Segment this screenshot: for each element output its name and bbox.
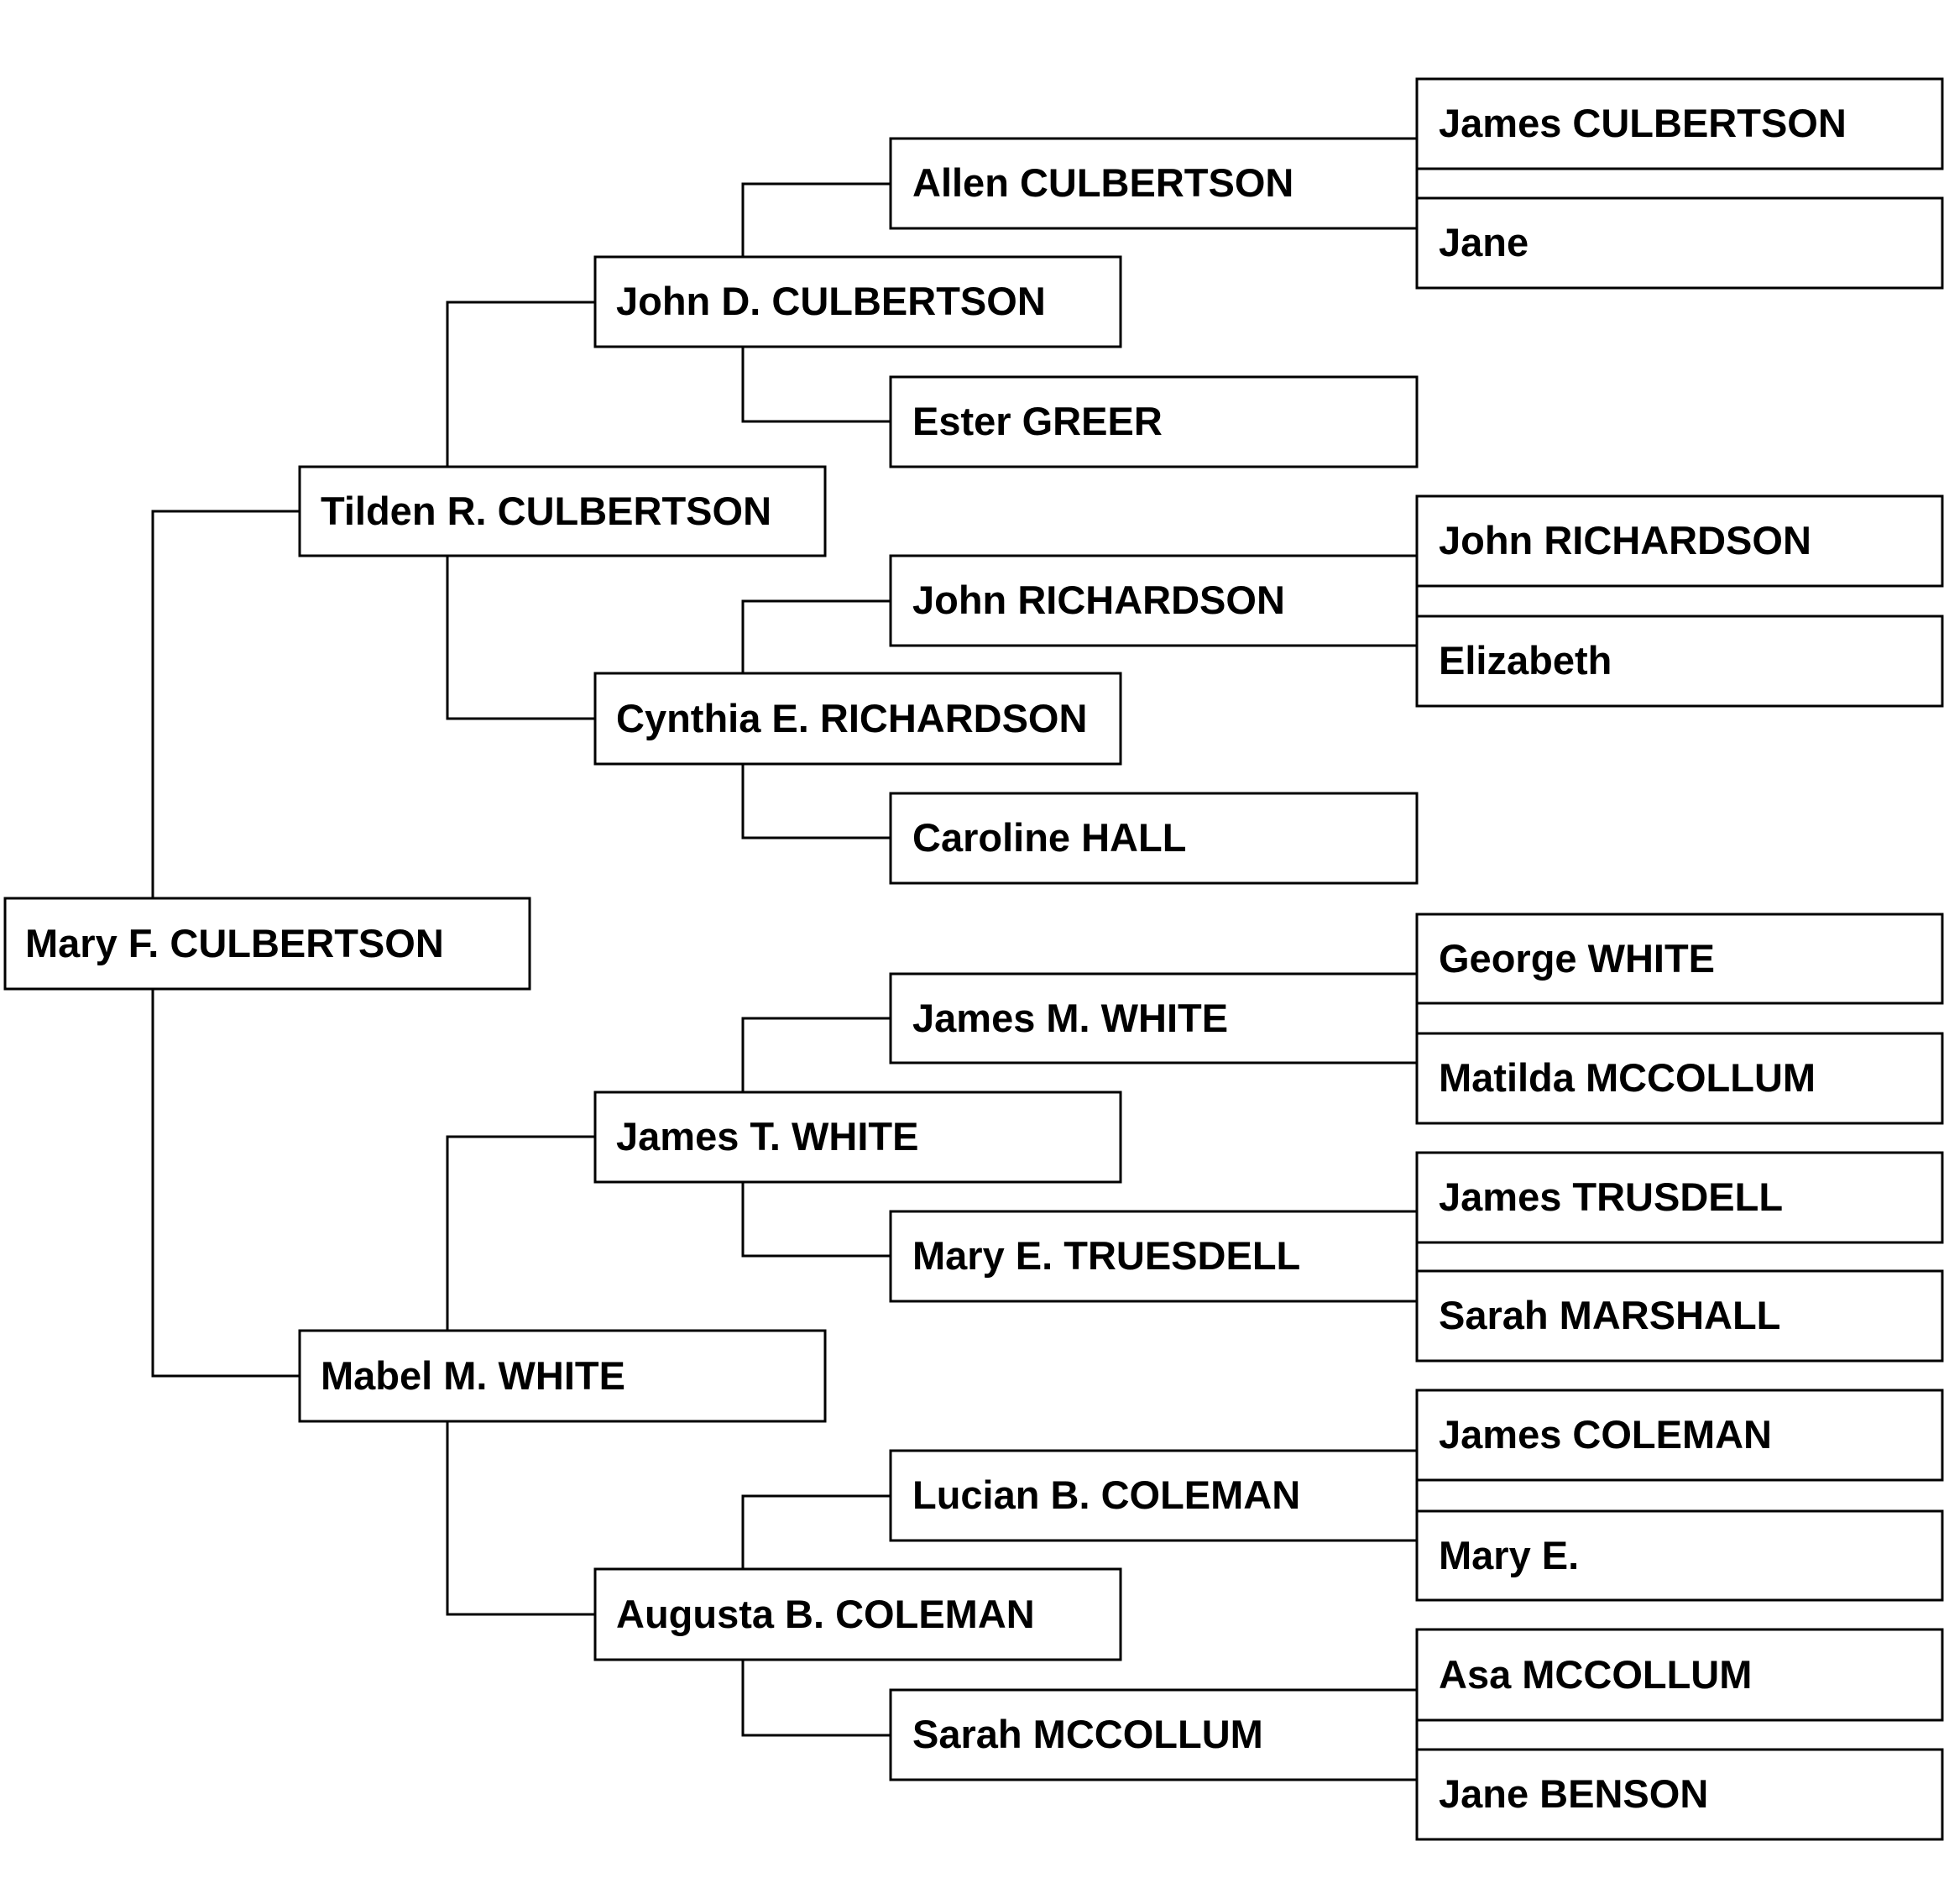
person-box-asa-mccollum: Asa MCCOLLUM (1415, 1628, 1944, 1722)
person-box-allen-culbertson: Allen CULBERTSON (889, 137, 1419, 230)
person-name: Jane BENSON (1439, 1771, 1708, 1816)
person-name: James M. WHITE (912, 996, 1228, 1040)
person-box-james-coleman: James COLEMAN (1415, 1389, 1944, 1482)
person-name: Elizabeth (1439, 638, 1612, 683)
person-name: James CULBERTSON (1439, 101, 1847, 145)
person-box-mary-e-truesdell: Mary E. TRUESDELL (889, 1210, 1419, 1303)
person-name: George WHITE (1439, 936, 1715, 981)
person-name: Ester GREER (912, 399, 1163, 443)
person-name: Sarah MARSHALL (1439, 1293, 1780, 1337)
person-box-sarah-mccollum: Sarah MCCOLLUM (889, 1688, 1419, 1781)
person-box-sarah-marshall: Sarah MARSHALL (1415, 1269, 1944, 1363)
connector-augusta-lucian (741, 1494, 891, 1569)
person-name: Augusta B. COLEMAN (616, 1592, 1035, 1636)
connector-augusta-sarah (741, 1660, 891, 1737)
person-name: James TRUSDELL (1439, 1174, 1783, 1219)
person-box-father: Tilden R. CULBERTSON (298, 465, 827, 557)
person-name: Lucian B. COLEMAN (912, 1472, 1300, 1517)
person-box-john-richardson: John RICHARDSON (889, 554, 1419, 647)
person-name: Allen CULBERTSON (912, 160, 1293, 205)
connector-jamest-marye (741, 1182, 891, 1258)
connector-root-father (151, 510, 300, 898)
person-name: James T. WHITE (616, 1114, 918, 1159)
person-box-john-d-culbertson: John D. CULBERTSON (593, 255, 1122, 348)
person-name: Mabel M. WHITE (321, 1353, 625, 1398)
person-box-matilda-mccollum: Matilda MCCOLLUM (1415, 1032, 1944, 1125)
person-name: Mary E. TRUESDELL (912, 1233, 1300, 1278)
connector-root-mother (151, 989, 300, 1378)
person-name: Jane (1439, 220, 1529, 264)
person-name: Mary F. CULBERTSON (25, 921, 444, 965)
connector-mother-gf (446, 1135, 595, 1331)
connector-cynthia-caroline (741, 764, 891, 840)
connector-father-gm (446, 556, 595, 720)
person-name: Matilda MCCOLLUM (1439, 1055, 1816, 1100)
connector-johnd-ester (741, 347, 891, 423)
person-box-john-richardson-sr: John RICHARDSON (1415, 494, 1944, 588)
person-name: Tilden R. CULBERTSON (321, 489, 771, 533)
connector-father-gf (446, 301, 595, 467)
person-box-james-culbertson: James CULBERTSON (1415, 77, 1944, 170)
person-box-lucian-coleman: Lucian B. COLEMAN (889, 1449, 1419, 1542)
person-box-augusta-coleman: Augusta B. COLEMAN (593, 1567, 1122, 1661)
person-name: Cynthia E. RICHARDSON (616, 696, 1087, 740)
person-name: Caroline HALL (912, 815, 1186, 860)
person-box-george-white: George WHITE (1415, 913, 1944, 1005)
person-box-cynthia-richardson: Cynthia E. RICHARDSON (593, 672, 1122, 766)
person-box-root: Mary F. CULBERTSON (3, 897, 531, 991)
person-box-james-m-white: James M. WHITE (889, 972, 1419, 1064)
connector-cynthia-john (741, 599, 891, 673)
person-box-jane-benson: Jane BENSON (1415, 1748, 1944, 1841)
person-name: Mary E. (1439, 1533, 1579, 1577)
person-name: John RICHARDSON (1439, 518, 1811, 562)
person-box-mother: Mabel M. WHITE (298, 1329, 827, 1423)
person-box-mary-e: Mary E. (1415, 1509, 1944, 1602)
person-box-james-t-white: James T. WHITE (593, 1091, 1122, 1184)
person-name: James COLEMAN (1439, 1412, 1772, 1457)
person-box-james-trusdell: James TRUSDELL (1415, 1151, 1944, 1244)
person-box-caroline-hall: Caroline HALL (889, 792, 1419, 885)
person-name: John RICHARDSON (912, 578, 1285, 622)
person-name: Asa MCCOLLUM (1439, 1652, 1752, 1697)
connector-mother-gm (446, 1421, 595, 1616)
connector-jamest-jamesm (741, 1017, 891, 1092)
person-box-jane: Jane (1415, 196, 1944, 290)
person-box-elizabeth: Elizabeth (1415, 615, 1944, 708)
person-name: Sarah MCCOLLUM (912, 1712, 1263, 1756)
connector-johnd-allen (741, 182, 891, 257)
person-box-ester-greer: Ester GREER (889, 375, 1419, 468)
person-name: John D. CULBERTSON (616, 279, 1046, 323)
